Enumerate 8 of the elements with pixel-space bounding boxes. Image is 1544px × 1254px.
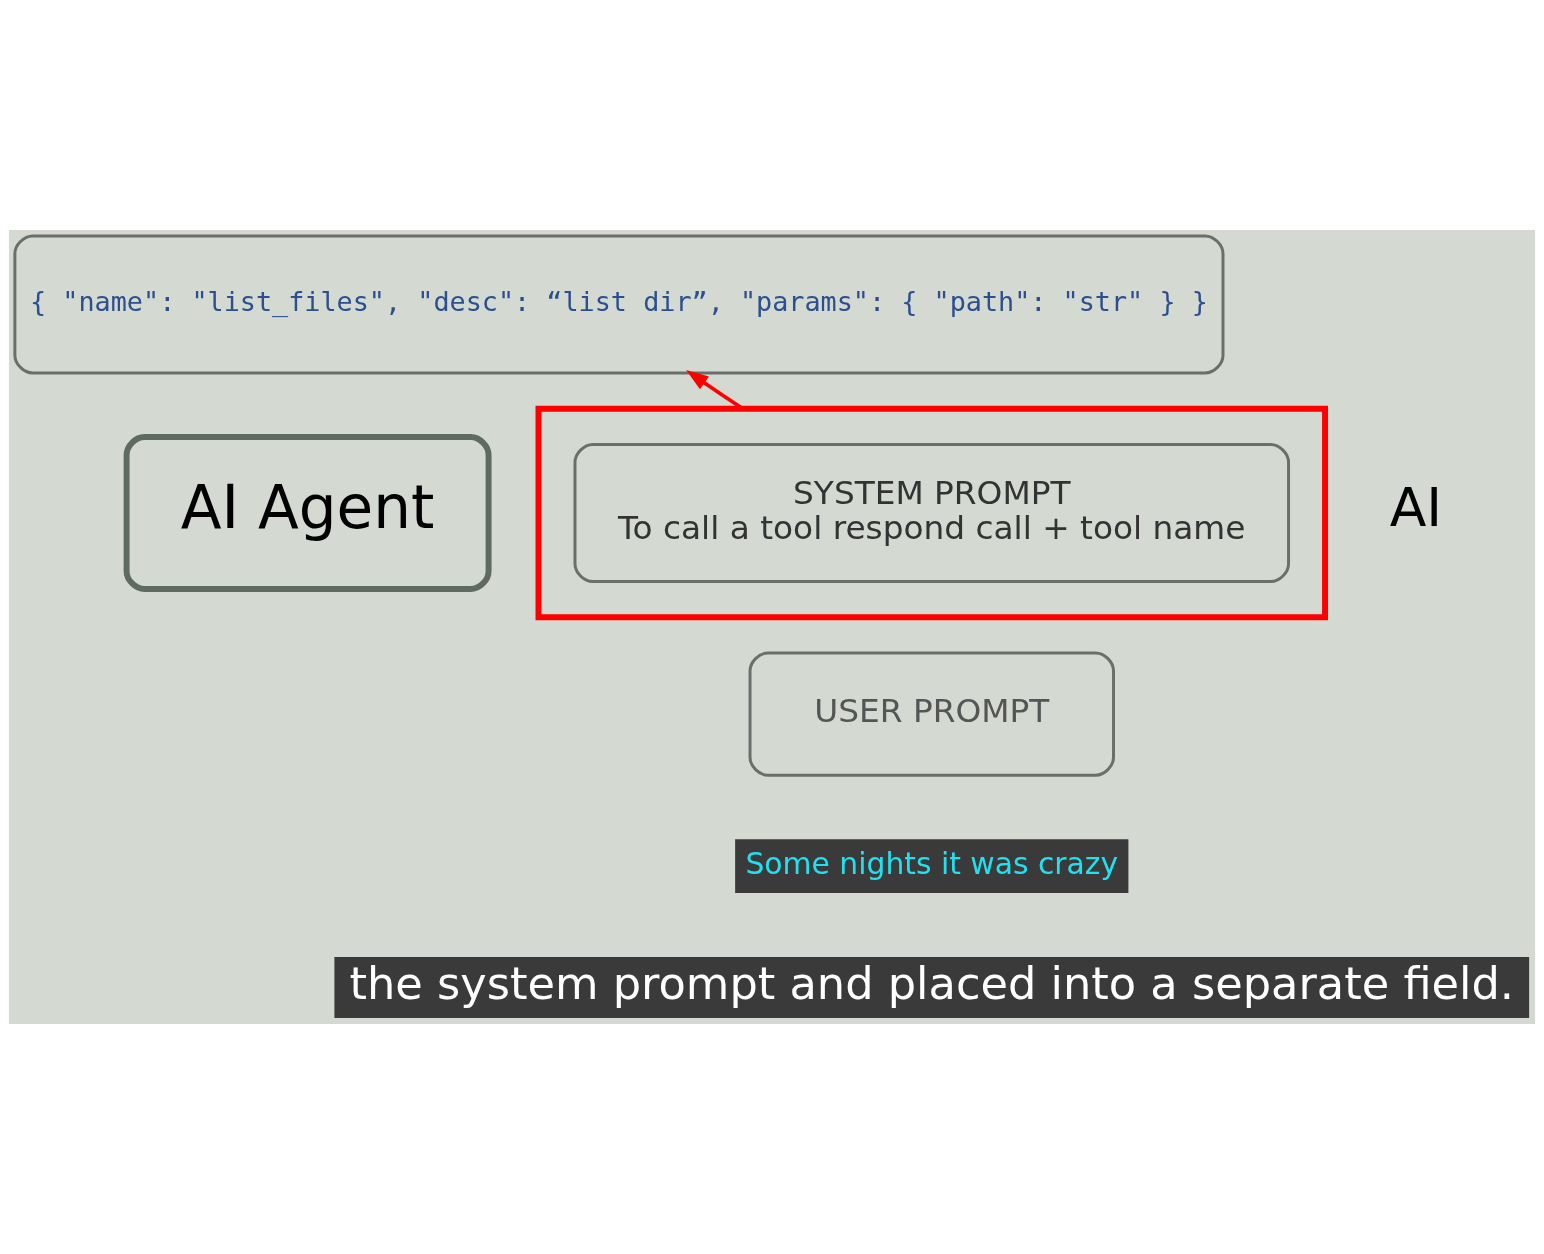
label: the system prompt and placed into a separate field. bbox=[349, 957, 1515, 1010]
node-text: AI bbox=[1389, 476, 1443, 540]
node-box: { "name": "list_files", "desc": “list dir”, "params": { "path": "str" } } bbox=[13, 234, 1225, 375]
node-box: AI Agent bbox=[123, 434, 492, 592]
label: Some nights it was crazy bbox=[745, 845, 1119, 881]
cluster bbox=[535, 405, 1328, 621]
node-box: SYSTEM PROMPT To call a tool respond call + tool name bbox=[573, 443, 1291, 584]
node-box: USER PROMPT bbox=[748, 651, 1115, 777]
